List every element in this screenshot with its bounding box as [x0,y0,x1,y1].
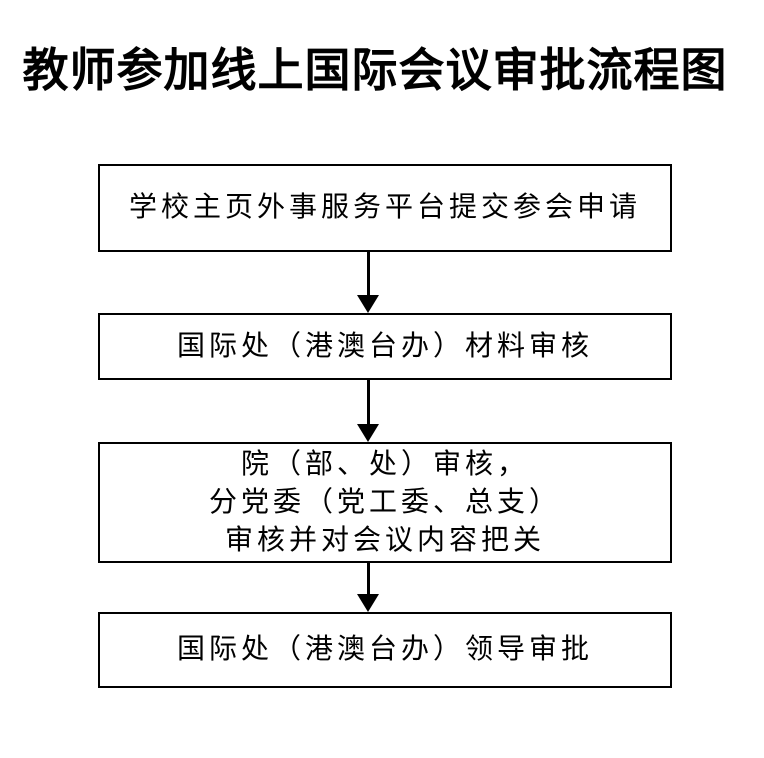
arrow-shaft [366,252,370,295]
flow-box-leader-approval: 国际处（港澳台办）领导审批 [98,612,672,688]
flow-box-department-review: 院（部、处）审核， 分党委（党工委、总支） 审核并对会议内容把关 [98,442,672,563]
arrow-head-icon [357,594,379,612]
arrow-shaft [366,380,370,424]
flow-box-submit-application: 学校主页外事服务平台提交参会申请 [98,164,672,252]
arrow-head-icon [357,424,379,442]
flow-box-label: 学校主页外事服务平台提交参会申请 [128,192,641,223]
flow-box-label: 国际处（港澳台办）材料审核 [176,330,593,362]
flow-box-label-line: 审核并对会议内容把关 [224,524,545,556]
flow-box-material-review: 国际处（港澳台办）材料审核 [98,313,672,380]
arrow-shaft [366,563,370,594]
arrow-head-icon [357,295,379,313]
flow-box-label: 国际处（港澳台办）领导审批 [176,634,593,665]
down-arrow-3 [357,563,379,612]
flow-box-label-line: 院（部、处）审核， [240,448,529,480]
down-arrow-2 [357,380,379,442]
flow-box-label-line: 分党委（党工委、总支） [208,486,561,518]
down-arrow-1 [357,252,379,313]
page-title: 教师参加线上国际会议审批流程图 [22,45,728,96]
